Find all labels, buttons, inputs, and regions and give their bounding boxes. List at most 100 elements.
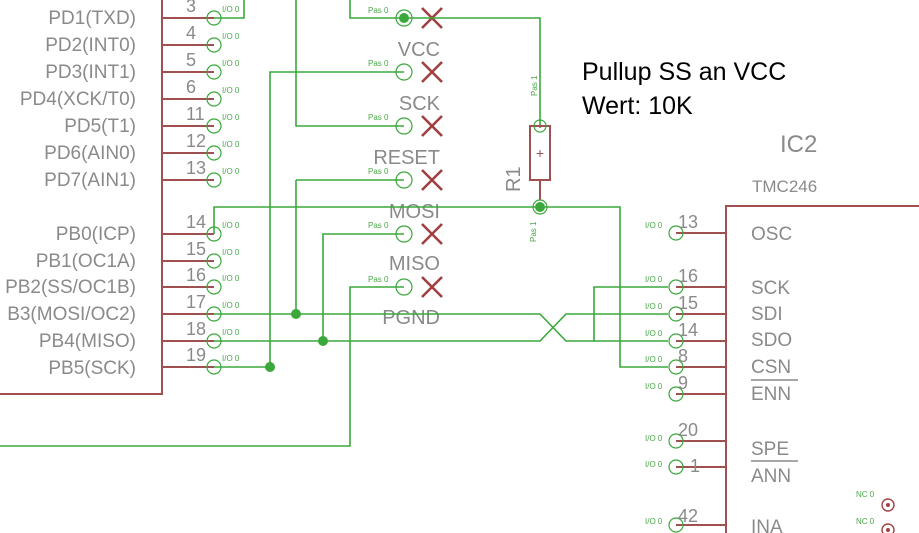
svg-text:SDI: SDI (751, 304, 783, 325)
header-label-pgnd: PGND (382, 307, 440, 329)
svg-text:I/O 0: I/O 0 (222, 221, 240, 230)
svg-text:20: 20 (678, 420, 698, 440)
resistor-polarity: + (536, 145, 544, 161)
svg-text:Pas 0: Pas 0 (368, 167, 389, 176)
svg-text:NC 0: NC 0 (856, 517, 875, 526)
mcu-pin-labels: PD1(TXD) PD2(INT0) PD3(INT1) PD4(XCK/T0)… (5, 8, 136, 379)
svg-text:I/O 0: I/O 0 (222, 59, 240, 68)
mcu-label-pb1: PB1(OC1A) (36, 251, 136, 272)
svg-text:I/O 0: I/O 0 (645, 275, 663, 284)
svg-text:13: 13 (678, 212, 698, 232)
svg-text:18: 18 (186, 319, 206, 339)
ic2-nc-2: NC 0 (856, 517, 895, 533)
header-pin-6: Pas 0 (368, 275, 443, 298)
mcu-pin-13: 13 I/O 0 (162, 158, 240, 188)
svg-text:9: 9 (678, 373, 688, 393)
resistor-name: R1 (503, 166, 525, 192)
svg-text:INA: INA (751, 517, 783, 533)
ic2-pin-sdi: 15 I/O 0 SDI (645, 293, 783, 325)
svg-text:I/O 0: I/O 0 (222, 274, 240, 283)
header-label-sck: SCK (399, 93, 441, 115)
svg-text:I/O 0: I/O 0 (222, 167, 240, 176)
ic2-pin-enn: 9 I/O 0 ENN (645, 373, 798, 405)
svg-text:I/O 0: I/O 0 (645, 302, 663, 311)
svg-text:Pas 0: Pas 0 (368, 275, 389, 284)
svg-text:42: 42 (678, 506, 698, 526)
svg-text:16: 16 (186, 265, 206, 285)
svg-text:12: 12 (186, 131, 206, 151)
mcu-label-pb3: B3(MOSI/OC2) (7, 304, 136, 325)
svg-text:I/O 0: I/O 0 (222, 140, 240, 149)
mcu-pin-15: 15 I/O 0 (162, 239, 240, 269)
mcu-label-pd2: PD2(INT0) (45, 35, 136, 56)
svg-text:I/O 0: I/O 0 (222, 86, 240, 95)
mcu-pin-14: 14 I/O 0 (162, 212, 240, 242)
header-pin-5: Pas 0 (368, 221, 443, 245)
svg-text:I/O 0: I/O 0 (645, 355, 663, 364)
svg-text:I/O 0: I/O 0 (222, 5, 240, 14)
svg-text:SPE: SPE (751, 439, 789, 460)
svg-text:15: 15 (678, 293, 698, 313)
mcu-label-pb4: PB4(MISO) (39, 331, 136, 352)
mcu-label-pd3: PD3(INT1) (45, 62, 136, 83)
svg-text:ENN: ENN (751, 384, 791, 405)
note: Pullup SS an VCC Wert: 10K (582, 58, 786, 120)
ic2-name: IC2 (780, 131, 817, 158)
svg-text:I/O 0: I/O 0 (222, 301, 240, 310)
svg-text:I/O 0: I/O 0 (645, 434, 663, 443)
svg-text:CSN: CSN (751, 357, 791, 378)
svg-text:I/O 0: I/O 0 (222, 354, 240, 363)
svg-text:13: 13 (186, 158, 206, 178)
svg-text:14: 14 (678, 320, 698, 340)
svg-text:4: 4 (186, 23, 196, 43)
mcu-label-pb5: PB5(SCK) (48, 358, 136, 379)
header-label-vcc: VCC (398, 39, 440, 61)
resistor-pas-bottom: Pas 1 (529, 221, 538, 242)
wires (0, 0, 668, 447)
svg-text:15: 15 (186, 239, 206, 259)
resistor-r1: + R1 Pas 1 Pas 1 (503, 75, 551, 242)
ic2-pin-spe: 20I/O 0 SPE (645, 420, 789, 460)
svg-text:I/O 0: I/O 0 (645, 460, 663, 469)
svg-text:I/O 0: I/O 0 (222, 328, 240, 337)
header-label-miso: MISO (389, 253, 440, 275)
svg-text:NC 0: NC 0 (856, 490, 875, 499)
svg-text:14: 14 (186, 212, 206, 232)
resistor-pas-top: Pas 1 (530, 75, 539, 96)
mcu-pin-18: 18 I/O 0 (162, 319, 240, 349)
svg-text:SCK: SCK (751, 278, 790, 299)
svg-text:I/O 0: I/O 0 (645, 221, 663, 230)
mcu-pin-16: 16 I/O 0 (162, 265, 240, 295)
mcu-pin-12: 12 I/O 0 (162, 131, 240, 161)
mcu-label-pd4: PD4(XCK/T0) (20, 89, 136, 110)
header-pin-3: Pas 0 (368, 113, 443, 137)
svg-text:I/O 0: I/O 0 (222, 248, 240, 257)
header-label-reset: RESET (373, 147, 440, 169)
header-pin-4: Pas 0 (368, 167, 443, 191)
svg-text:I/O 0: I/O 0 (645, 382, 663, 391)
header-pin-2: Pas 0 (368, 59, 443, 83)
svg-text:Pas 0: Pas 0 (368, 221, 389, 230)
svg-text:11: 11 (186, 104, 205, 124)
svg-text:1: 1 (690, 456, 700, 476)
svg-text:Pas 0: Pas 0 (368, 59, 389, 68)
mcu-label-pd5: PD5(T1) (64, 116, 136, 137)
ic2-part: TMC246 (752, 177, 817, 196)
header-label-mosi: MOSI (389, 201, 440, 223)
mcu-label-pb0: PB0(ICP) (56, 224, 136, 245)
isp-header: VCC SCK RESET MOSI MISO PGND Pas 0 Pas 0… (368, 6, 443, 329)
